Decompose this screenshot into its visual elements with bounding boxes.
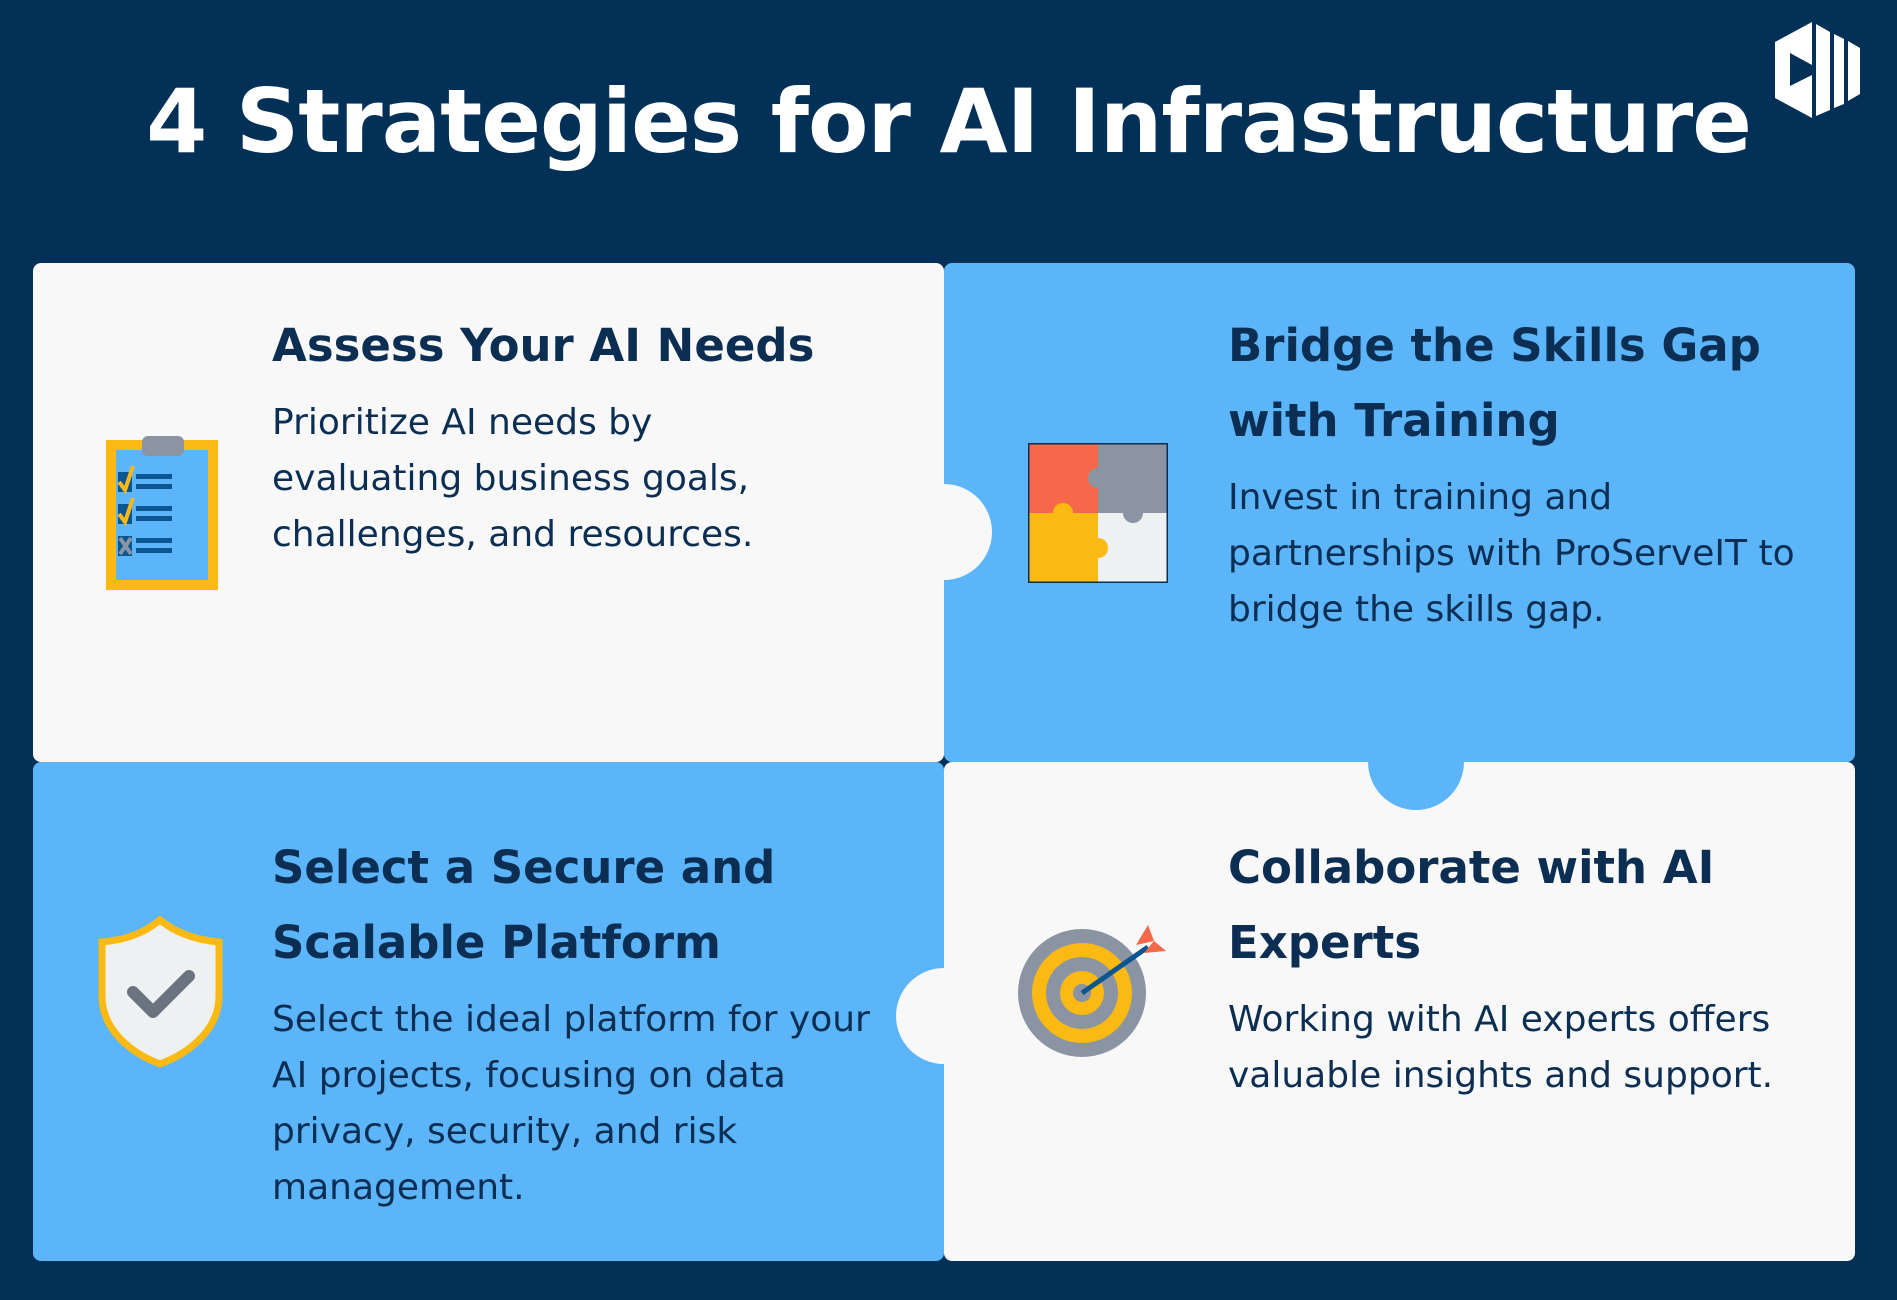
card-body: Invest in training and partnerships with… xyxy=(1228,477,1795,630)
card-heading: Bridge the Skills Gap with Training xyxy=(1228,319,1761,447)
card-heading: Select a Secure and Scalable Platform xyxy=(272,841,776,969)
card-body: Working with AI experts offers valuable … xyxy=(1228,999,1774,1096)
puzzle-icon xyxy=(1028,443,1168,583)
puzzle-tab xyxy=(896,484,992,580)
puzzle-tab xyxy=(896,968,992,1064)
shield-check-icon xyxy=(98,916,223,1068)
card-body: Prioritize AI needs by evaluating busine… xyxy=(272,402,754,555)
hexagon-bars-logo xyxy=(1775,22,1860,118)
card-heading: Collaborate with AI Experts xyxy=(1228,841,1715,969)
page-title: 4 Strategies for AI Infrastructure xyxy=(146,70,1752,173)
card-body: Select the ideal platform for your AI pr… xyxy=(272,999,870,1208)
clipboard-checklist-icon xyxy=(106,436,218,590)
card-heading: Assess Your AI Needs xyxy=(272,319,815,372)
puzzle-tab xyxy=(1368,714,1464,810)
target-arrow-icon xyxy=(1018,925,1166,1057)
